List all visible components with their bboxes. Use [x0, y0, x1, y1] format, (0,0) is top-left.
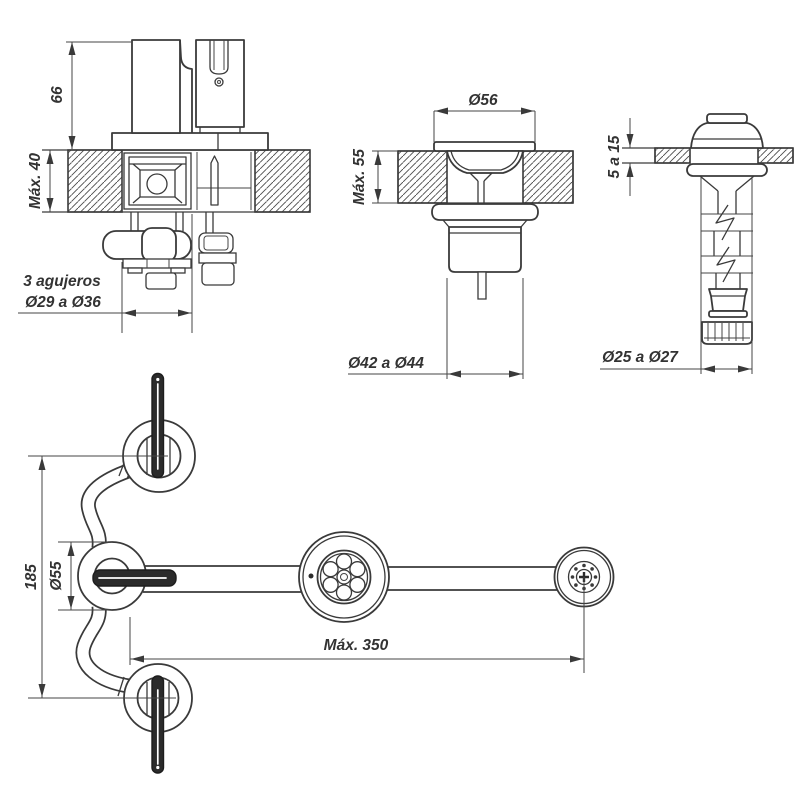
dim-label-5-15: 5 a 15 — [606, 135, 623, 178]
dim-label-holes-2: Ø29 a Ø36 — [25, 294, 101, 311]
view-drain-section: Ø56 Máx. 55 Ø42 a Ø44 — [348, 92, 574, 379]
dim-label-dia42-44: Ø42 a Ø44 — [348, 355, 424, 372]
view-plan: 185 Ø55 Máx. 350 — [23, 372, 615, 774]
valve-in-wall — [123, 152, 252, 210]
mixer-rosette — [77, 541, 177, 611]
inlet-barrel — [141, 227, 177, 263]
dimension-dia55: Ø55 — [48, 541, 112, 611]
handle-top — [122, 372, 196, 493]
dimension-dia56: Ø56 — [433, 92, 536, 142]
dimension-5-15: 5 a 15 — [606, 118, 634, 196]
deck-thin-section — [622, 147, 794, 164]
spout-tube — [143, 565, 558, 593]
diverter-pin — [210, 155, 219, 206]
side-nipple — [201, 262, 235, 286]
dim-label-185: 185 — [23, 564, 40, 590]
knob-washer — [686, 163, 768, 177]
valve-upper-bodies — [111, 39, 269, 151]
rose-set-screw — [308, 573, 314, 579]
shower-rose-disc — [298, 531, 390, 623]
set-screw-slot — [209, 40, 229, 75]
drain-body — [431, 141, 539, 300]
rod-coupling — [708, 288, 748, 312]
inlet-nipple — [145, 272, 177, 290]
dim-label-holes-1: 3 agujeros — [23, 273, 101, 290]
connecting-tubes — [75, 457, 143, 700]
valve-lower-fittings — [102, 212, 237, 290]
drain-bowl — [446, 150, 524, 174]
dimension-66: 66 — [49, 41, 131, 149]
cartridge-bore — [146, 173, 168, 195]
dimension-185: 185 — [23, 455, 176, 699]
popup-knob-and-rod — [686, 113, 768, 345]
dim-label-dia56: Ø56 — [468, 92, 498, 109]
knurled-nut — [701, 321, 753, 345]
deck-hatch-left — [654, 147, 691, 164]
dimension-max-55: Máx. 55 — [351, 149, 398, 205]
dim-label-max350: Máx. 350 — [324, 637, 389, 654]
wall-hatch-left — [67, 149, 123, 213]
break-symbol — [715, 204, 735, 241]
handle-bottom — [123, 663, 193, 774]
dimension-holes: 3 agujeros Ø29 a Ø36 — [18, 214, 193, 333]
drain-flange — [433, 141, 536, 152]
view-popup-rod: 5 a 15 Ø25 a Ø27 — [600, 113, 794, 374]
deck-hatch-right — [757, 147, 794, 164]
dim-label-max40: Máx. 40 — [27, 153, 44, 209]
deck-hatch-left — [397, 150, 448, 204]
wall-hatch-right — [254, 149, 311, 213]
popup-knob — [690, 122, 764, 149]
set-screw — [214, 77, 224, 87]
dim-label-dia25-27: Ø25 a Ø27 — [602, 349, 679, 366]
deck-section — [397, 150, 574, 204]
drain-tailpiece — [448, 226, 522, 273]
wall-section — [42, 149, 311, 213]
dimension-max-40: Máx. 40 — [27, 150, 54, 212]
break-symbol — [716, 246, 736, 283]
dimension-max-350: Máx. 350 — [129, 577, 585, 673]
dim-label-max55: Máx. 55 — [351, 149, 368, 205]
view-valve-section: 66 Máx. 40 3 agujeros Ø29 a Ø36 — [18, 39, 311, 333]
dim-label-66: 66 — [49, 86, 66, 104]
dimension-dia42-44: Ø42 a Ø44 — [348, 278, 524, 379]
dimension-dia25-27: Ø25 a Ø27 — [600, 177, 753, 374]
drain-rod — [477, 271, 487, 300]
drain-locknut — [431, 203, 539, 221]
deck-hatch-right — [522, 150, 574, 204]
dim-label-dia55: Ø55 — [48, 561, 65, 591]
